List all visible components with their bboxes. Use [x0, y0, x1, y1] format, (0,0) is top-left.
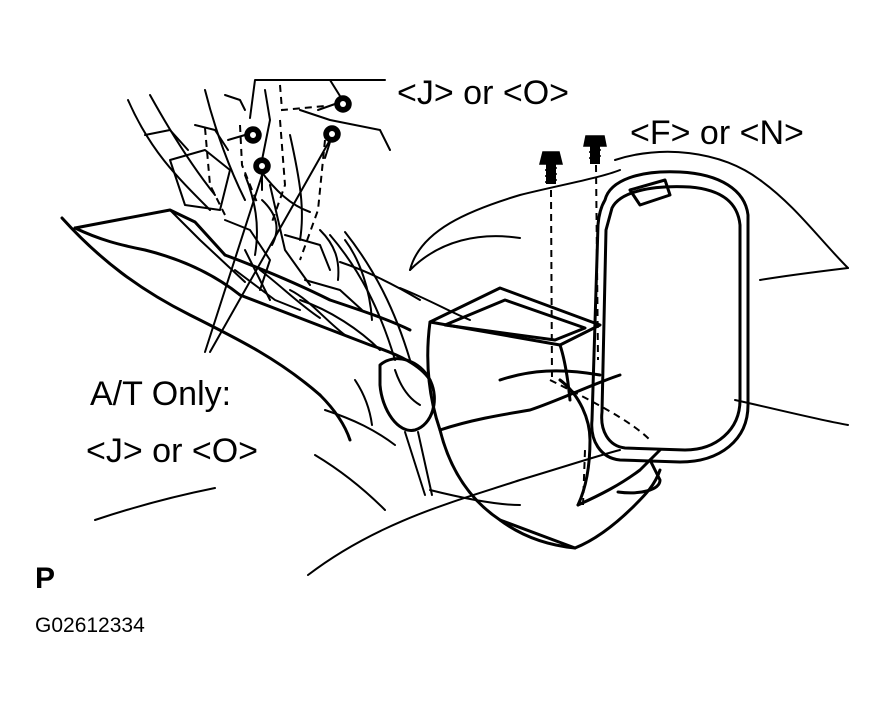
bolt-icon — [227, 126, 262, 144]
bolt-icon — [583, 135, 607, 164]
armrest-bolts-label: <F> or <N> — [630, 114, 804, 152]
at-only-label-line2: <J> or <O> — [86, 432, 258, 470]
bolt-icon — [539, 151, 563, 184]
bolt-group-armrest — [539, 135, 607, 381]
rear-console-drawing — [94, 150, 849, 576]
bolt-icon — [317, 95, 352, 113]
bolt-icon — [253, 157, 271, 191]
rear-bolts-label: <J> or <O> — [397, 74, 569, 112]
bolt-icon — [323, 125, 341, 159]
view-letter: P — [35, 562, 55, 595]
at-only-label-line1: A/T Only: — [90, 375, 231, 413]
at-only-leaders — [204, 139, 331, 353]
figure-id: G02612334 — [35, 614, 145, 637]
shift-lever-drawing — [329, 231, 436, 496]
bolt-group-rear — [204, 79, 386, 261]
